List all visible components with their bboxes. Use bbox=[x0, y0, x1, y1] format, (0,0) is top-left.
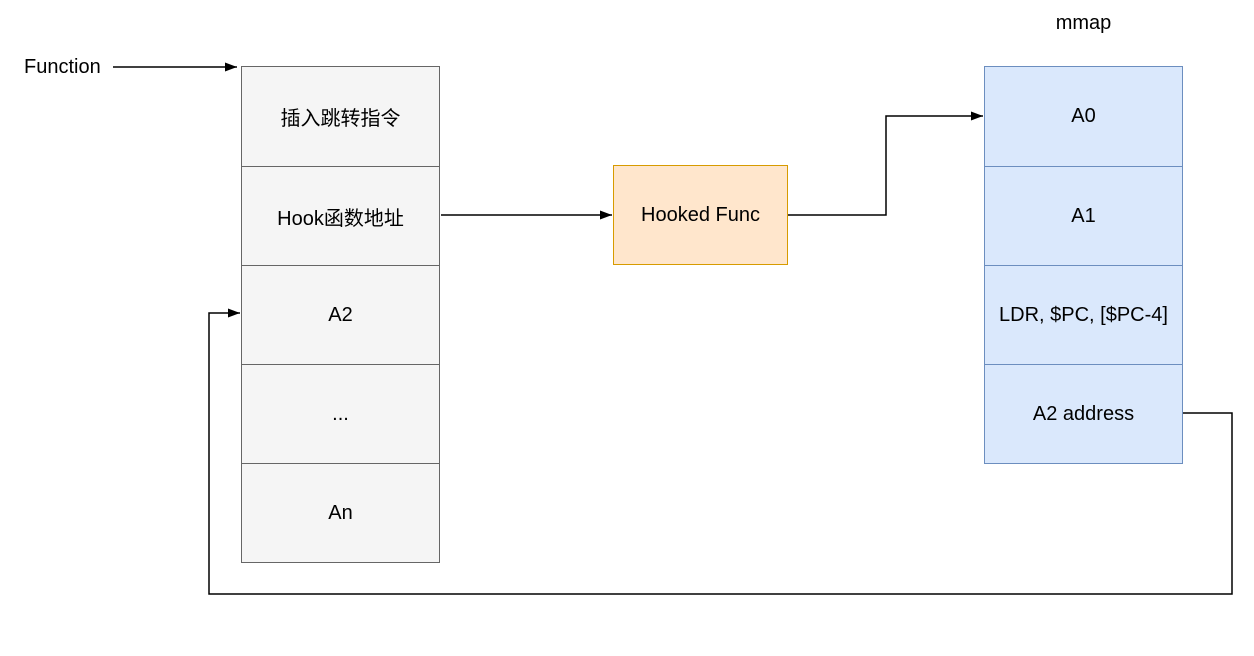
function-stack-cell-an: An bbox=[242, 463, 439, 562]
hooked-func-box: Hooked Func bbox=[613, 165, 788, 265]
function-stack-cell-hook-address: Hook函数地址 bbox=[242, 166, 439, 265]
edge-hooked-func-to-a0 bbox=[788, 111, 983, 216]
function-stack: 插入跳转指令 Hook函数地址 A2 ... An bbox=[241, 66, 440, 563]
mmap-label: mmap bbox=[1055, 12, 1112, 34]
function-stack-cell-jump-instruction: 插入跳转指令 bbox=[280, 108, 401, 130]
mmap-stack: A0 A1 LDR, $PC, [$PC-4] A2 address bbox=[984, 66, 1183, 464]
mmap-stack-cell-a2-address: A2 address bbox=[985, 364, 1182, 463]
mmap-stack-cell-a0: A0 bbox=[1071, 105, 1096, 127]
mmap-stack-cell-ldr-instruction: LDR, $PC, [$PC-4] bbox=[985, 265, 1182, 364]
mmap-stack-cell-a1: A1 bbox=[985, 166, 1182, 265]
function-stack-cell-ellipsis: ... bbox=[242, 364, 439, 463]
function-stack-cell-a2: A2 bbox=[242, 265, 439, 364]
function-label: Function bbox=[24, 56, 101, 78]
